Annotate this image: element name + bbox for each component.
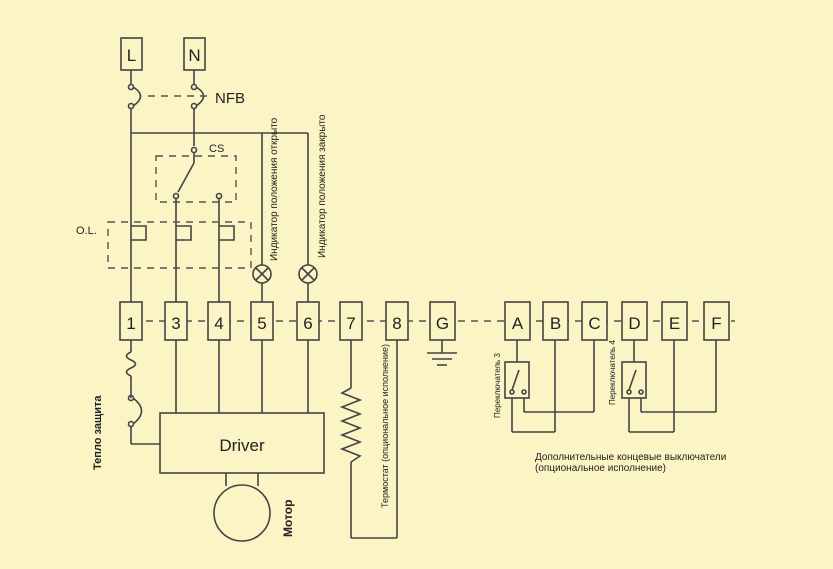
svg-text:7: 7 <box>346 314 355 333</box>
terminal-6: 6 <box>296 301 320 341</box>
switch4-label: Переключатель 4 <box>608 340 617 405</box>
terminal-4: 4 <box>207 301 231 341</box>
terminal-7: 7 <box>339 301 363 341</box>
motor <box>213 473 271 542</box>
svg-text:C: C <box>588 314 600 333</box>
terminal-d: D <box>621 301 648 341</box>
svg-text:1: 1 <box>126 314 135 333</box>
supply-terminal-n-label: N <box>188 46 200 65</box>
driver-unit: Driver <box>159 412 325 474</box>
nfb-label: NFB <box>215 90 245 107</box>
open-indicator-lamp <box>252 264 272 302</box>
terminal-3: 3 <box>164 301 188 341</box>
terminal-c: C <box>581 301 608 341</box>
close-indicator-lamp <box>298 264 318 302</box>
svg-text:F: F <box>711 314 721 333</box>
supply-terminal-l: L <box>120 37 143 71</box>
open-indicator-label: Индикатор положения открыто <box>269 117 280 261</box>
thermostat-label: Термостат (опциональное исполнение) <box>380 344 390 508</box>
svg-text:3: 3 <box>171 314 180 333</box>
heat-protection-element <box>125 340 160 445</box>
extra-switches-optional-label: (опциональное исполнение) <box>535 463 666 474</box>
limit-switch-3 <box>504 340 595 433</box>
svg-text:A: A <box>512 314 524 333</box>
heat-protection-label: Тепло защита <box>92 395 104 470</box>
svg-text:D: D <box>628 314 640 333</box>
terminal-5: 5 <box>250 301 274 341</box>
svg-text:5: 5 <box>257 314 266 333</box>
extra-switches-label: Дополнительные концевые выключатели <box>535 452 726 463</box>
supply-terminal-l-label: L <box>127 46 136 65</box>
driver-label: Driver <box>219 436 265 455</box>
terminal-e: E <box>661 301 688 341</box>
terminal-1: 1 <box>119 301 143 341</box>
svg-text:4: 4 <box>214 314 223 333</box>
terminal-8: 8 <box>385 301 409 341</box>
nfb-breaker: NFB <box>127 70 245 110</box>
svg-text:6: 6 <box>303 314 312 333</box>
cs-selector-switch: CS <box>155 143 237 225</box>
svg-text:8: 8 <box>392 314 401 333</box>
terminal-b: B <box>542 301 569 341</box>
motor-label: Мотор <box>281 500 295 537</box>
svg-text:E: E <box>669 314 680 333</box>
supply-terminal-n: N <box>183 37 206 71</box>
terminal-strip: 1 3 4 5 6 7 8 G A B C D E F <box>119 301 730 341</box>
terminal-g: G <box>429 301 456 341</box>
limit-switch-4 <box>621 340 717 433</box>
overload-relay: O.L. <box>76 221 252 302</box>
thermostat <box>339 340 398 539</box>
ol-label: O.L. <box>76 225 97 237</box>
close-indicator-label: Индикатор положения закрыто <box>317 114 328 258</box>
switch3-label: Переключатель 3 <box>493 353 502 418</box>
cs-label: CS <box>209 143 224 155</box>
svg-text:G: G <box>436 314 449 333</box>
terminal-f: F <box>703 301 730 341</box>
terminal-a: A <box>504 301 531 341</box>
ground-symbol <box>427 340 457 366</box>
svg-text:B: B <box>550 314 561 333</box>
